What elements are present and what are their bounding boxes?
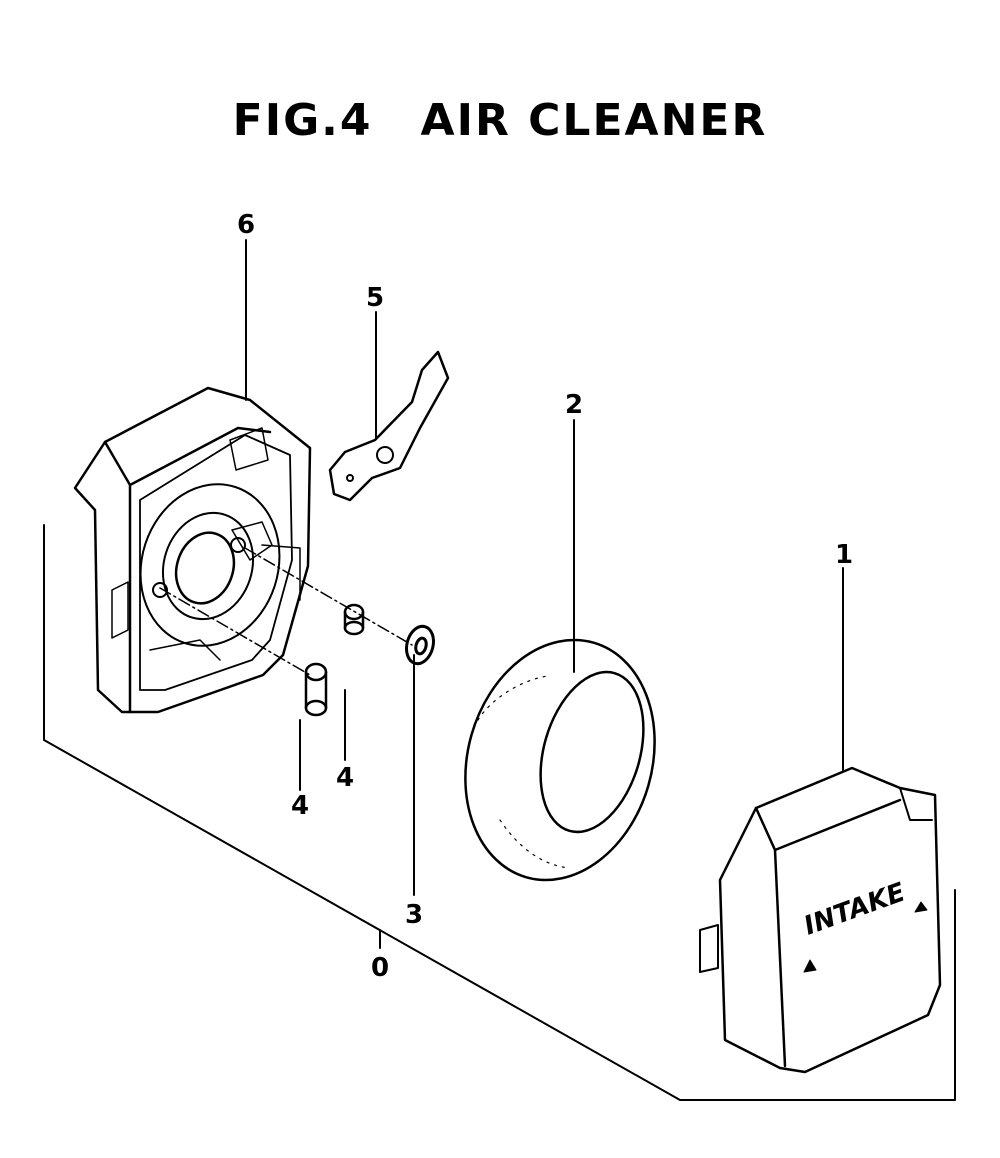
filter-element	[464, 638, 656, 882]
callout-1: 1	[835, 540, 854, 570]
air-cleaner-cover: INTAKE	[699, 766, 942, 1074]
spacer-upper	[343, 603, 365, 636]
spacer-lower	[304, 662, 328, 717]
callout-4-lower: 4	[291, 791, 310, 821]
callout-3: 3	[405, 900, 424, 930]
callout-6: 6	[237, 210, 256, 240]
callout-0: 0	[371, 953, 390, 983]
choke-lever	[328, 350, 450, 502]
callout-2: 2	[565, 390, 584, 420]
assembly-bracket	[43, 524, 956, 1101]
center-lines	[159, 547, 413, 676]
figure-name: AIR CLEANER	[420, 95, 768, 146]
cover-intake-label: INTAKE	[800, 877, 909, 941]
air-cleaner-base	[73, 386, 312, 714]
callout-4-upper: 4	[336, 763, 355, 793]
callout-5: 5	[366, 283, 385, 313]
figure-title: FIG.4 AIR CLEANER	[0, 95, 1000, 146]
figure-number: FIG.4	[232, 95, 373, 146]
leader-lines	[245, 239, 844, 896]
washer	[405, 624, 435, 666]
